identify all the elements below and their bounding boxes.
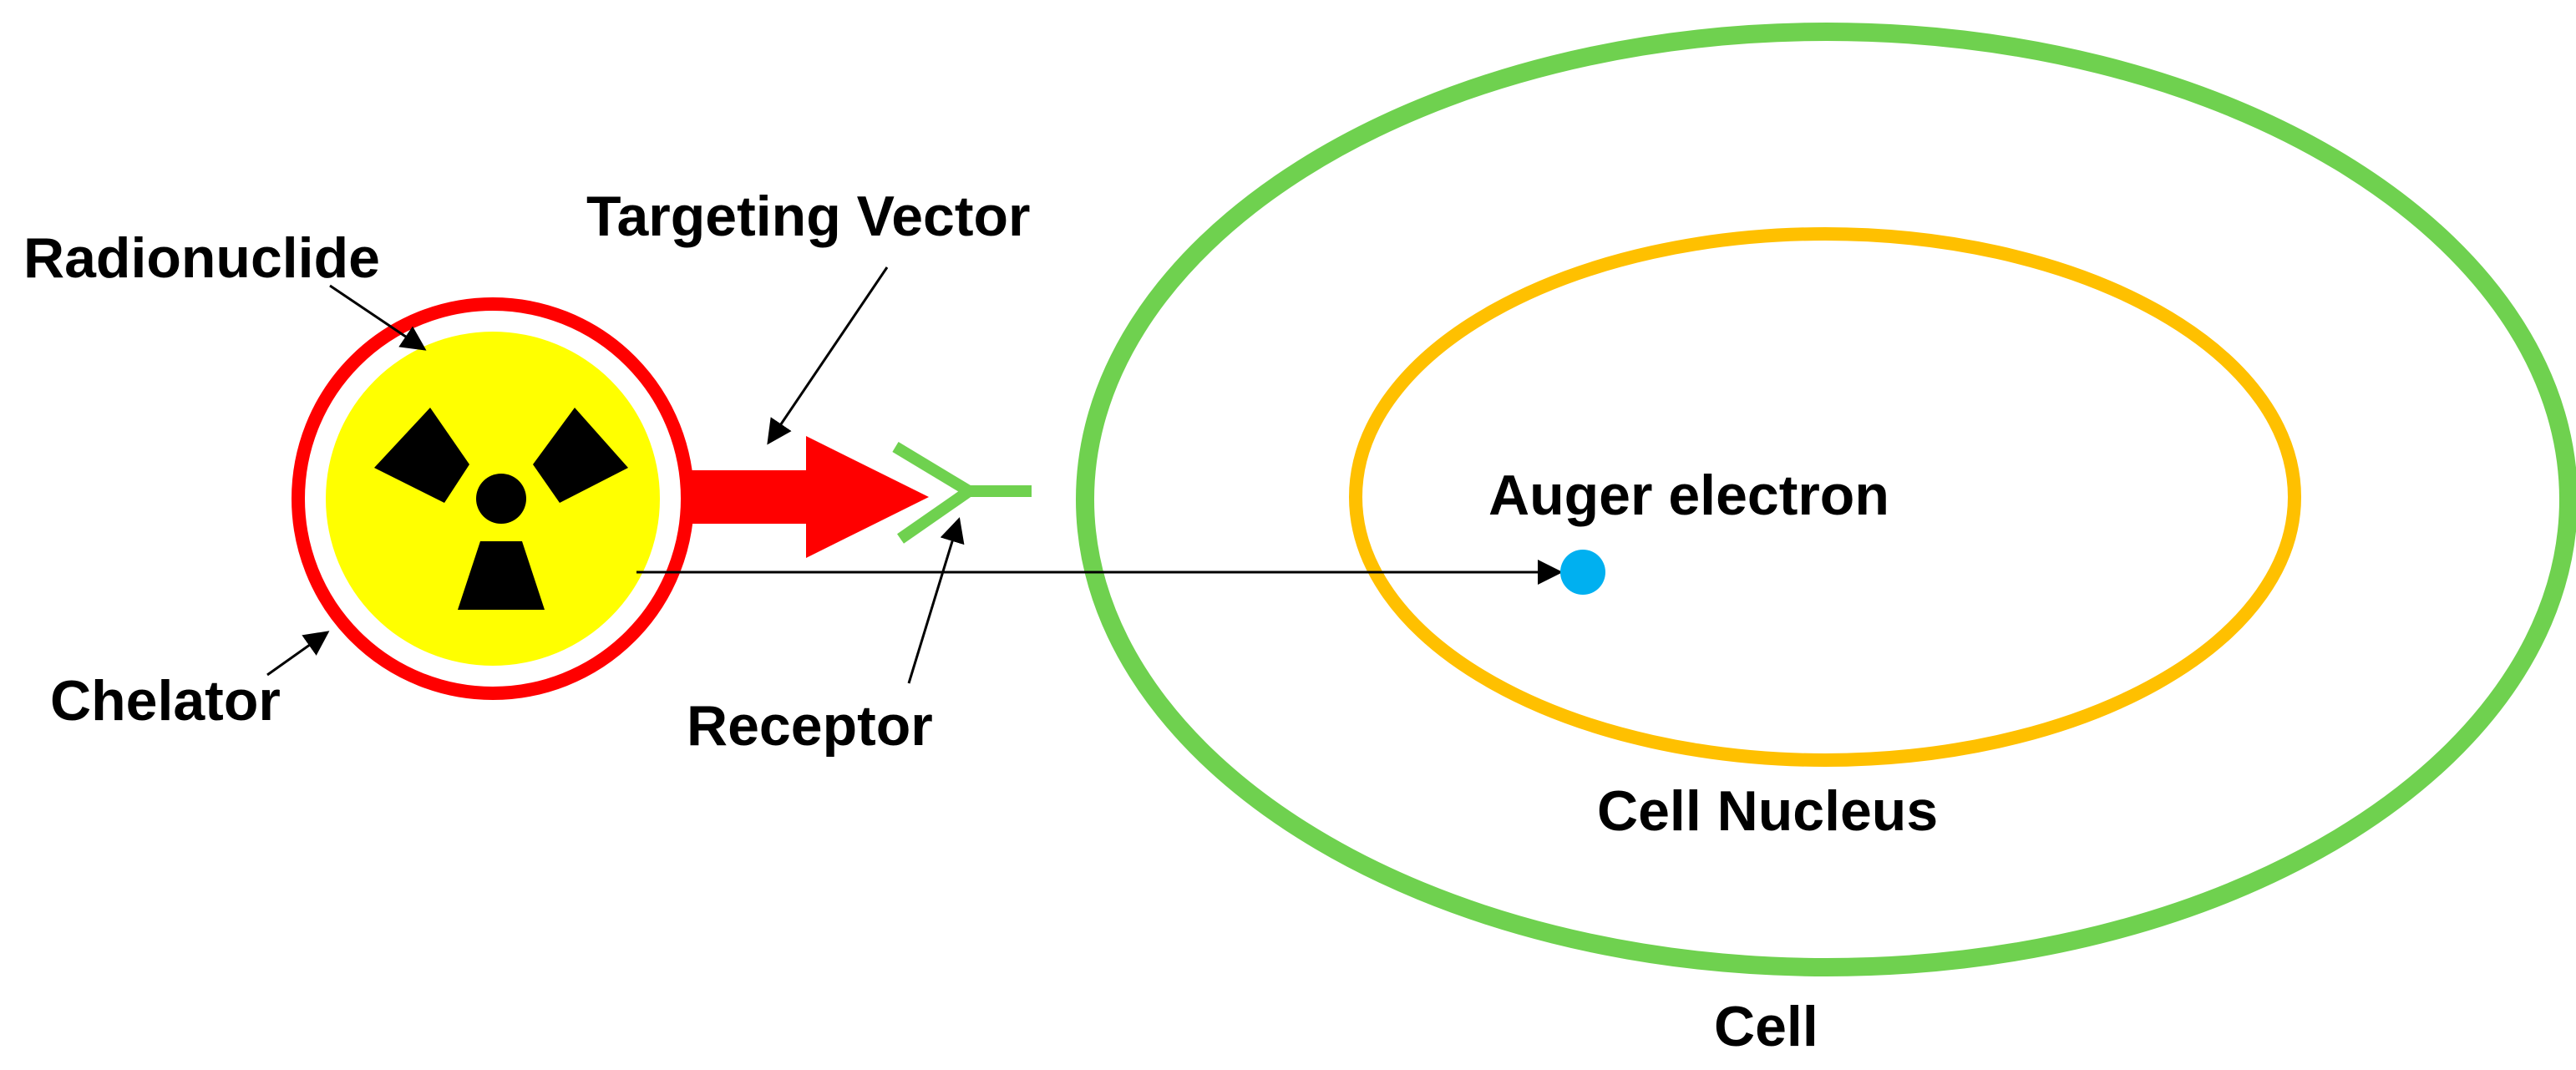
cell-membrane bbox=[1076, 23, 2576, 976]
auger-electron-dot bbox=[1560, 550, 1605, 595]
targeting-vector-leader-arrow bbox=[767, 266, 889, 445]
receptor-icon bbox=[892, 442, 1032, 544]
cell-nucleus bbox=[1349, 227, 2301, 767]
radionuclide-leader-arrow bbox=[329, 284, 427, 351]
receptor-leader-arrow bbox=[907, 517, 965, 684]
chelator-leader-arrow bbox=[266, 631, 330, 677]
targeting-vector-label: Targeting Vector bbox=[586, 185, 1031, 248]
radiation-trefoil-icon bbox=[374, 408, 628, 610]
radionuclide-label: Radionuclide bbox=[23, 226, 380, 290]
cell-nucleus-label: Cell Nucleus bbox=[1597, 779, 1938, 843]
targeting-vector-arrow bbox=[685, 436, 929, 558]
cell-label: Cell bbox=[1714, 995, 1818, 1058]
chelator-label: Chelator bbox=[50, 669, 281, 733]
receptor-label: Receptor bbox=[687, 694, 933, 758]
auger-electron-label: Auger electron bbox=[1488, 464, 1889, 527]
